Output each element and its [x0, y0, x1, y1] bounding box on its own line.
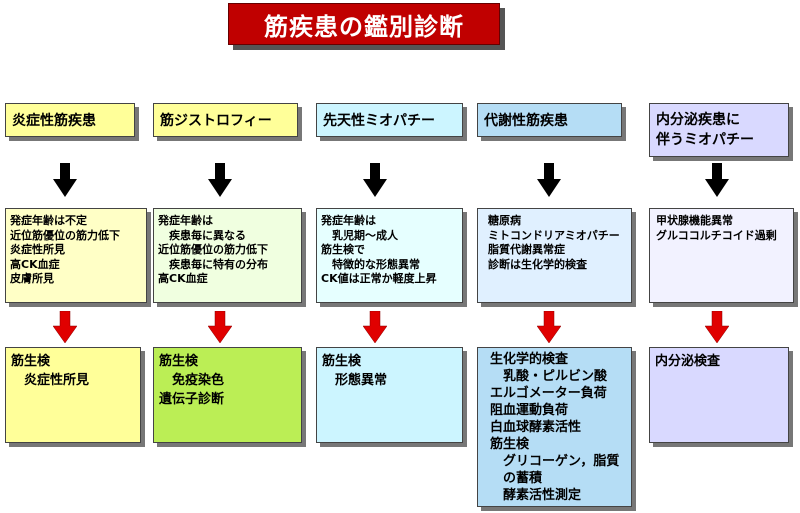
header-line: 伴うミオパチー [656, 132, 754, 148]
finding-line: 糖原病 [488, 214, 521, 227]
findings-dystrophy: 発症年齢は 疾患毎に異なる 近位筋優位の筋力低下 疾患毎に特有の分布 高CK血症 [153, 208, 302, 303]
finding-line: 高CK血症 [10, 257, 60, 271]
header-line: 先天性ミオパチー [323, 113, 435, 129]
header-endocrine: 内分泌疾患に 伴うミオパチー [649, 103, 789, 157]
finding-line: CK値は正常か軽度上昇 [321, 272, 437, 285]
finding-line: ミトコンドリアミオパチー [488, 228, 620, 242]
header-line: 炎症性筋疾患 [12, 113, 96, 129]
test-line: 遺伝子診断 [159, 392, 225, 407]
finding-line: グルココルチコイド過剰 [656, 228, 777, 242]
test-line: 内分泌検査 [655, 354, 721, 369]
red-down-arrow-icon [53, 311, 77, 343]
header-congenital: 先天性ミオパチー [316, 103, 463, 137]
down-arrow-icon [363, 163, 387, 197]
test-line: 形態異常 [322, 373, 388, 388]
finding-line: 発症年齢は不定 [10, 214, 87, 227]
test-line: の蓄積 [490, 471, 543, 486]
finding-line: 特徴的な形態異常 [321, 257, 420, 271]
finding-line: 炎症性所見 [10, 243, 65, 256]
tests-congenital: 筋生検 形態異常 [316, 347, 463, 443]
tests-inflammatory: 筋生検 炎症性所見 [5, 347, 141, 443]
red-down-arrow-icon [363, 311, 387, 343]
tests-endocrine: 内分泌検査 [649, 347, 789, 443]
finding-line: 皮膚所見 [10, 272, 54, 285]
finding-line: 乳児期～成人 [321, 228, 398, 242]
red-down-arrow-icon [208, 311, 232, 343]
test-line: 酵素活性測定 [490, 488, 582, 503]
findings-endocrine: 甲状腺機能異常 グルココルチコイド過剰 [649, 208, 794, 303]
header-dystrophy: 筋ジストロフィー [153, 103, 298, 137]
tests-dystrophy: 筋生検 免疫染色 遺伝子診断 [153, 347, 302, 443]
tests-metabolic: 生化学的検査 乳酸・ピルビン酸 エルゴメーター負荷 阻血運動負荷 白血球酵素活性… [477, 347, 632, 507]
finding-line: 診断は生化学的検査 [488, 257, 587, 271]
finding-line: 疾患毎に異なる [158, 228, 246, 242]
finding-line: 高CK血症 [158, 272, 208, 285]
down-arrow-icon [53, 163, 77, 197]
test-line: 筋生検 [490, 437, 530, 452]
findings-inflammatory: 発症年齢は不定 近位筋優位の筋力低下 炎症性所見 高CK血症 皮膚所見 [5, 208, 147, 303]
test-line: 阻血運動負荷 [490, 403, 569, 418]
finding-line: 発症年齢は [158, 214, 213, 227]
header-line: 代謝性筋疾患 [484, 113, 568, 129]
test-line: グリコーゲン，脂質 [490, 454, 620, 469]
down-arrow-icon [537, 163, 561, 197]
down-arrow-icon [705, 163, 729, 197]
down-arrow-icon [208, 163, 232, 197]
test-line: 免疫染色 [159, 373, 225, 388]
finding-line: 脂質代謝異常症 [488, 243, 565, 256]
findings-congenital: 発症年齢は 乳児期～成人 筋生検で 特徴的な形態異常 CK値は正常か軽度上昇 [316, 208, 463, 303]
red-down-arrow-icon [537, 311, 561, 343]
test-line: 炎症性所見 [11, 373, 90, 388]
test-line: エルゴメーター負荷 [490, 386, 607, 401]
test-line: 乳酸・ピルビン酸 [490, 369, 608, 384]
test-line: 筋生検 [322, 354, 362, 369]
red-down-arrow-icon [705, 311, 729, 343]
header-line: 内分泌疾患に [656, 112, 740, 128]
header-metabolic: 代謝性筋疾患 [477, 103, 622, 137]
findings-metabolic: 糖原病 ミトコンドリアミオパチー 脂質代謝異常症 診断は生化学的検査 [477, 208, 632, 303]
test-line: 筋生検 [11, 354, 51, 369]
page-title: 筋疾患の鑑別診断 [228, 3, 500, 45]
test-line: 白血球酵素活性 [490, 420, 582, 435]
finding-line: 発症年齢は [321, 214, 376, 227]
header-inflammatory: 炎症性筋疾患 [5, 103, 135, 137]
finding-line: 近位筋優位の筋力低下 [158, 243, 268, 256]
test-line: 生化学的検査 [490, 352, 569, 367]
finding-line: 疾患毎に特有の分布 [158, 257, 268, 271]
finding-line: 筋生検で [321, 243, 365, 256]
finding-line: 近位筋優位の筋力低下 [10, 228, 120, 242]
finding-line: 甲状腺機能異常 [656, 214, 733, 227]
header-line: 筋ジストロフィー [160, 113, 272, 129]
test-line: 筋生検 [159, 354, 199, 369]
